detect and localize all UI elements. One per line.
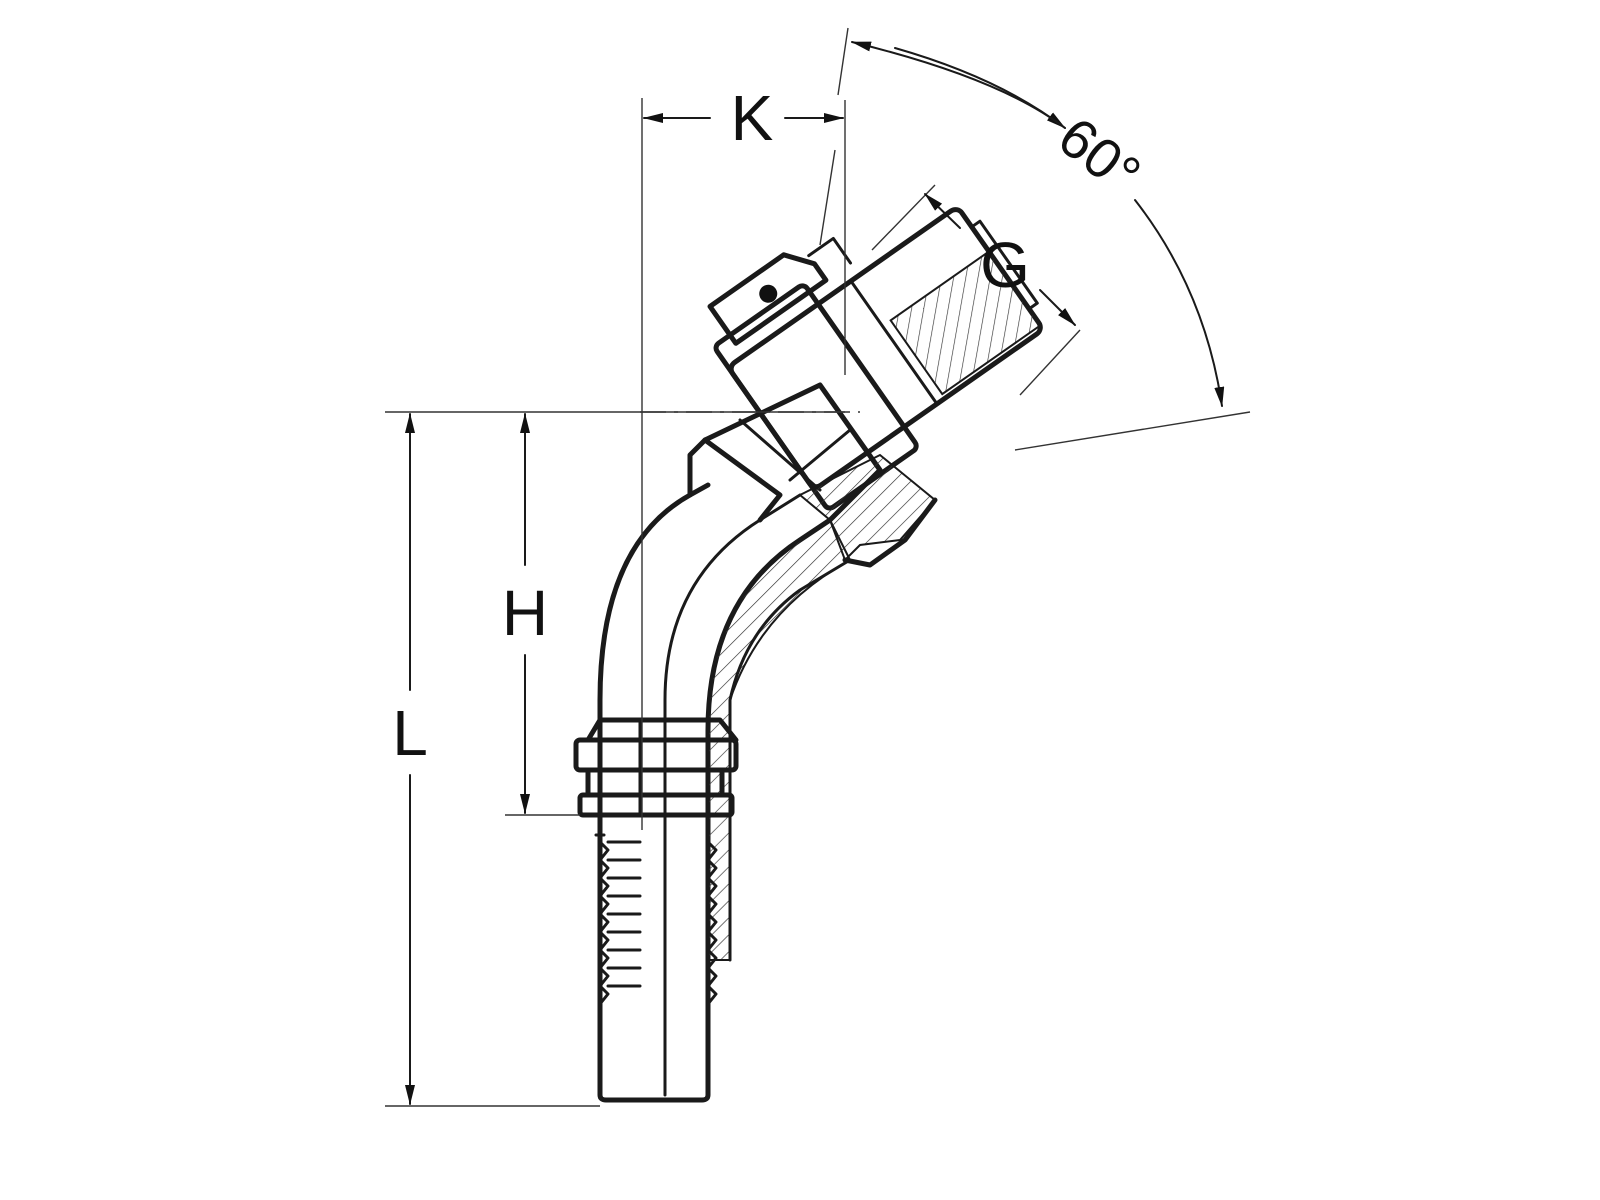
l-label: L (392, 697, 428, 769)
g-label: G (980, 229, 1030, 301)
k-label: K (731, 82, 774, 154)
hatched-wall-upper (798, 453, 937, 562)
g-dimension-arrow-upper (924, 193, 961, 229)
collar (573, 717, 739, 818)
g-dimension-arrow-lower (1039, 289, 1076, 326)
swivel-nut (707, 207, 1043, 511)
seat-outline (842, 497, 938, 568)
locking-pin-dot (759, 284, 778, 303)
h-label: H (502, 577, 548, 649)
dimension-lines (385, 27, 1251, 1107)
hatched-wall-lower (707, 518, 852, 961)
hose-serrations (594, 833, 718, 1097)
angle-label: 60° (1047, 105, 1153, 207)
bore-line (663, 493, 802, 1097)
fitting-body (573, 207, 1043, 1103)
inner-wall-line (728, 558, 852, 962)
